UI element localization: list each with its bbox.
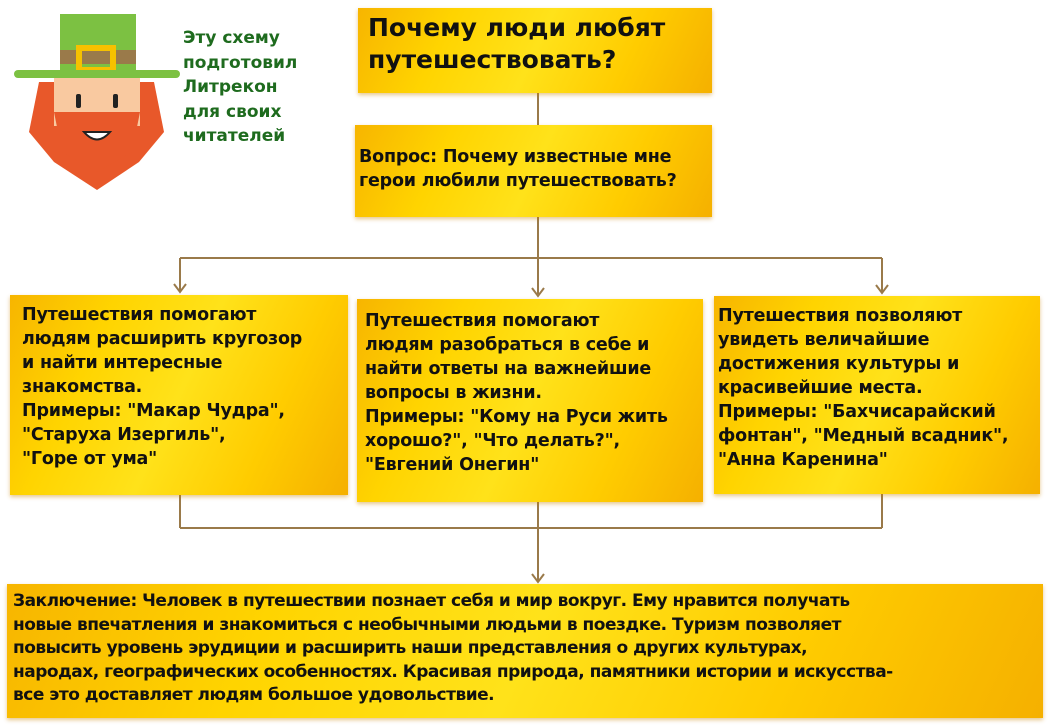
reason-box-3: Путешествия позволяют увидеть величайшие… xyxy=(714,296,1040,494)
reason-box-1: Путешествия помогают людям расширить кру… xyxy=(10,295,348,495)
leprechaun-logo xyxy=(14,14,180,190)
diagram-title: Почему люди любят путешествовать? xyxy=(358,8,712,93)
credit-text: Эту схему подготовил Литрекон для своих … xyxy=(183,28,298,146)
question-box: Вопрос: Почему известные мне герои любил… xyxy=(355,125,712,217)
reason-box-2: Путешествия помогают людям разобраться в… xyxy=(357,299,703,502)
conclusion-box: Заключение: Человек в путешествии познае… xyxy=(7,584,1043,718)
